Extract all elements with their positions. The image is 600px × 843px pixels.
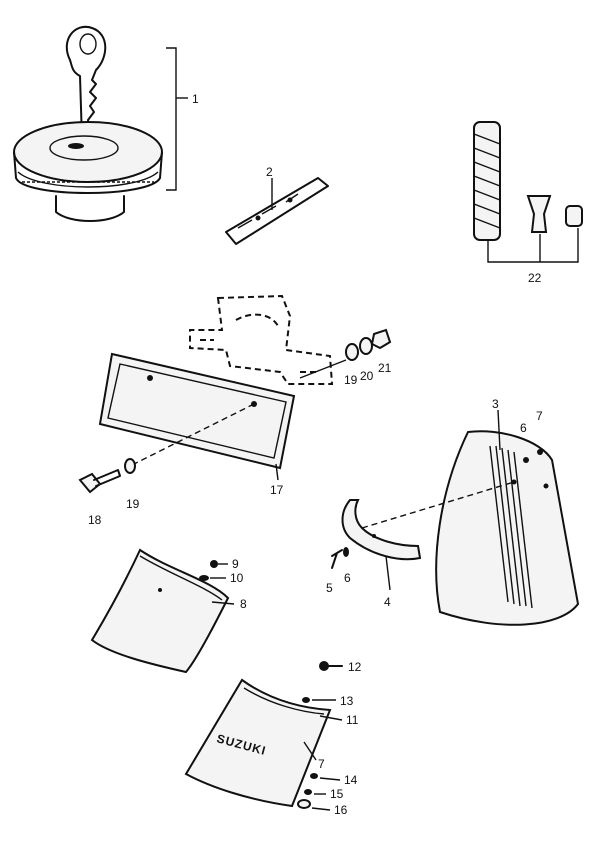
screw-9-washer-10: 9 10: [199, 557, 244, 585]
callout-18: 18: [88, 513, 102, 527]
callout-13: 13: [340, 694, 354, 708]
callout-9: 9: [232, 557, 239, 571]
callout-6-upper: 6: [520, 421, 527, 435]
front-flap-8: 8: [90, 548, 247, 674]
callout-19-lower: 19: [126, 497, 140, 511]
callout-7-lower: 7: [318, 757, 325, 771]
assembly-line-strip: [361, 481, 515, 529]
assembly-line-plate-bolt: [133, 403, 255, 465]
license-bracket-reference: [189, 294, 347, 385]
license-plate-17: 17: [98, 352, 296, 497]
callout-14: 14: [344, 773, 358, 787]
rear-flap-11: SUZUKI 11 7: [184, 678, 359, 808]
screw-5-washer-6: 5 6: [326, 547, 351, 595]
windscreen-3: 3 6 7: [435, 397, 580, 626]
fuel-cap-with-key: 1: [13, 25, 199, 222]
callout-12: 12: [348, 660, 362, 674]
callout-20: 20: [360, 369, 374, 383]
callout-11: 11: [346, 713, 359, 727]
callout-5: 5: [326, 581, 333, 595]
callout-6-lower: 6: [344, 571, 351, 585]
callout-19-upper: 19: [344, 373, 358, 387]
spring-set-22: 22: [473, 121, 583, 285]
callout-8: 8: [240, 597, 247, 611]
callout-16: 16: [334, 803, 348, 817]
callout-10: 10: [230, 571, 244, 585]
callout-22: 22: [528, 271, 542, 285]
mounting-strip-4: 4: [341, 499, 422, 609]
bracket-part-2: 2: [225, 165, 329, 245]
callout-17: 17: [270, 483, 284, 497]
callout-4: 4: [384, 595, 391, 609]
callout-3: 3: [492, 397, 499, 411]
callout-15: 15: [330, 787, 344, 801]
bolt-18-washer-19: 18 19: [78, 458, 140, 527]
nut-washers-19-20-21: 19 20 21: [344, 328, 392, 387]
callout-7-upper: 7: [536, 409, 543, 423]
fasteners-12-16: 12 13 14 15 16: [297, 660, 362, 817]
callout-1: 1: [192, 92, 199, 106]
callout-21: 21: [378, 361, 392, 375]
callout-2: 2: [266, 165, 273, 179]
